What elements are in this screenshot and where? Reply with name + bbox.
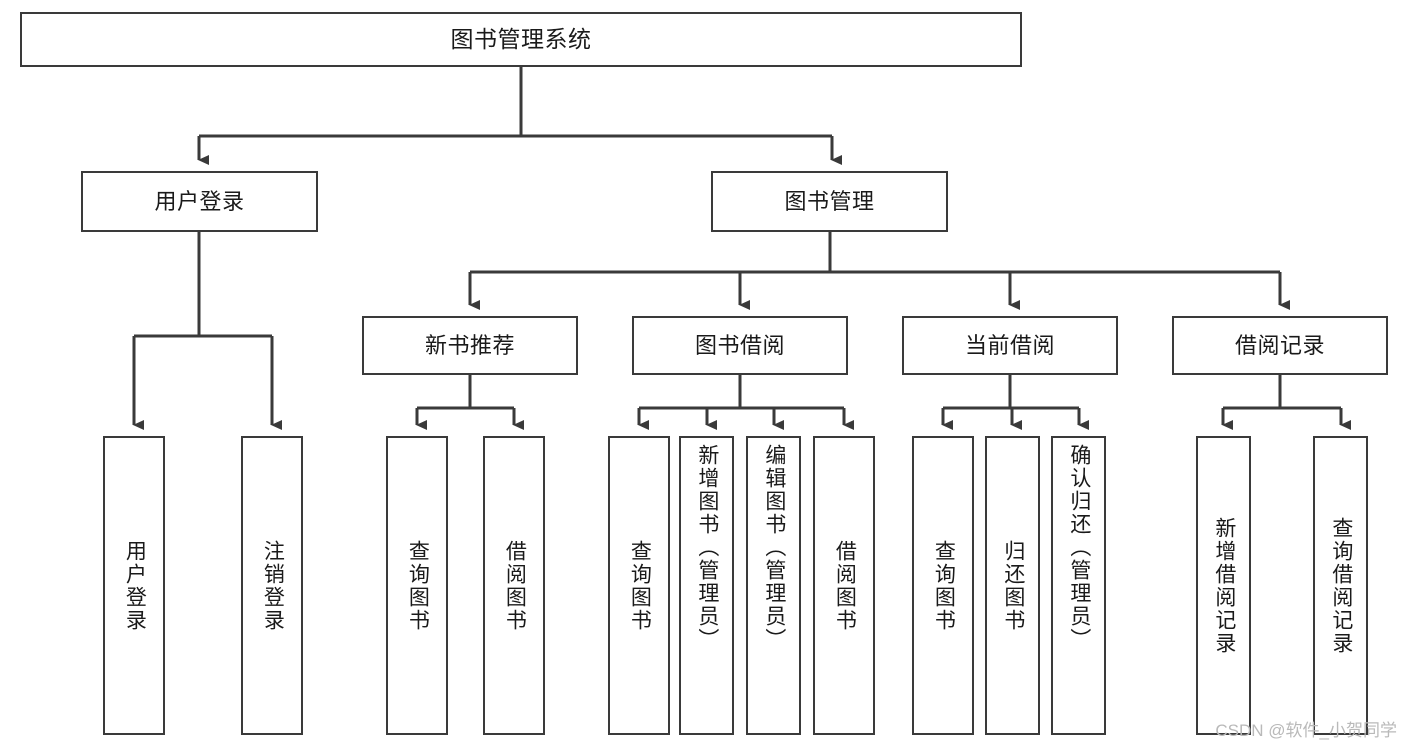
node-leaf-query-book-1-label: 查询图书 [406,539,430,632]
node-leaf-query-book-2[interactable]: 查询图书 [608,436,670,735]
node-book-borrow-label: 图书借阅 [694,332,785,358]
node-new-book-recommend-label: 新书推荐 [424,332,515,358]
node-leaf-query-borrow-record[interactable]: 查询借阅记录 [1313,436,1368,735]
node-leaf-add-borrow-record-label: 新增借阅记录 [1212,516,1236,655]
node-borrow-record-label: 借阅记录 [1234,332,1325,358]
node-user-login[interactable]: 用户登录 [81,171,318,232]
node-leaf-add-borrow-record[interactable]: 新增借阅记录 [1196,436,1251,735]
node-leaf-query-book-3[interactable]: 查询图书 [912,436,974,735]
node-leaf-return-book[interactable]: 归还图书 [985,436,1040,735]
node-new-book-recommend[interactable]: 新书推荐 [362,316,578,375]
node-leaf-user-login-label: 用户登录 [123,539,147,632]
node-leaf-borrow-book-1[interactable]: 借阅图书 [483,436,545,735]
node-leaf-add-book[interactable]: 新增图书（管理员） [679,436,734,735]
node-current-borrow-label: 当前借阅 [964,332,1055,358]
node-root-label: 图书管理系统 [450,26,592,53]
csdn-watermark: CSDN @软件_小贺同学 [1215,721,1397,740]
node-leaf-query-book-2-label: 查询图书 [628,539,652,632]
node-leaf-logout[interactable]: 注销登录 [241,436,303,735]
node-book-manage-label: 图书管理 [784,188,875,214]
node-leaf-borrow-book-1-label: 借阅图书 [503,539,527,632]
node-leaf-add-book-label: 新增图书（管理员） [695,444,719,651]
node-leaf-query-borrow-record-label: 查询借阅记录 [1329,516,1353,655]
node-leaf-confirm-return-label: 确认归还（管理员） [1067,444,1091,651]
node-book-borrow[interactable]: 图书借阅 [632,316,848,375]
node-current-borrow[interactable]: 当前借阅 [902,316,1118,375]
node-leaf-logout-label: 注销登录 [261,539,285,632]
node-leaf-borrow-book-2[interactable]: 借阅图书 [813,436,875,735]
node-user-login-label: 用户登录 [154,188,245,214]
node-leaf-edit-book-label: 编辑图书（管理员） [762,444,786,651]
node-leaf-borrow-book-2-label: 借阅图书 [833,539,857,632]
node-leaf-return-book-label: 归还图书 [1001,539,1025,632]
node-leaf-confirm-return[interactable]: 确认归还（管理员） [1051,436,1106,735]
node-leaf-query-book-3-label: 查询图书 [932,539,956,632]
node-book-manage[interactable]: 图书管理 [711,171,948,232]
node-leaf-user-login[interactable]: 用户登录 [103,436,165,735]
node-root[interactable]: 图书管理系统 [20,12,1022,67]
node-borrow-record[interactable]: 借阅记录 [1172,316,1388,375]
node-leaf-edit-book[interactable]: 编辑图书（管理员） [746,436,801,735]
node-leaf-query-book-1[interactable]: 查询图书 [386,436,448,735]
